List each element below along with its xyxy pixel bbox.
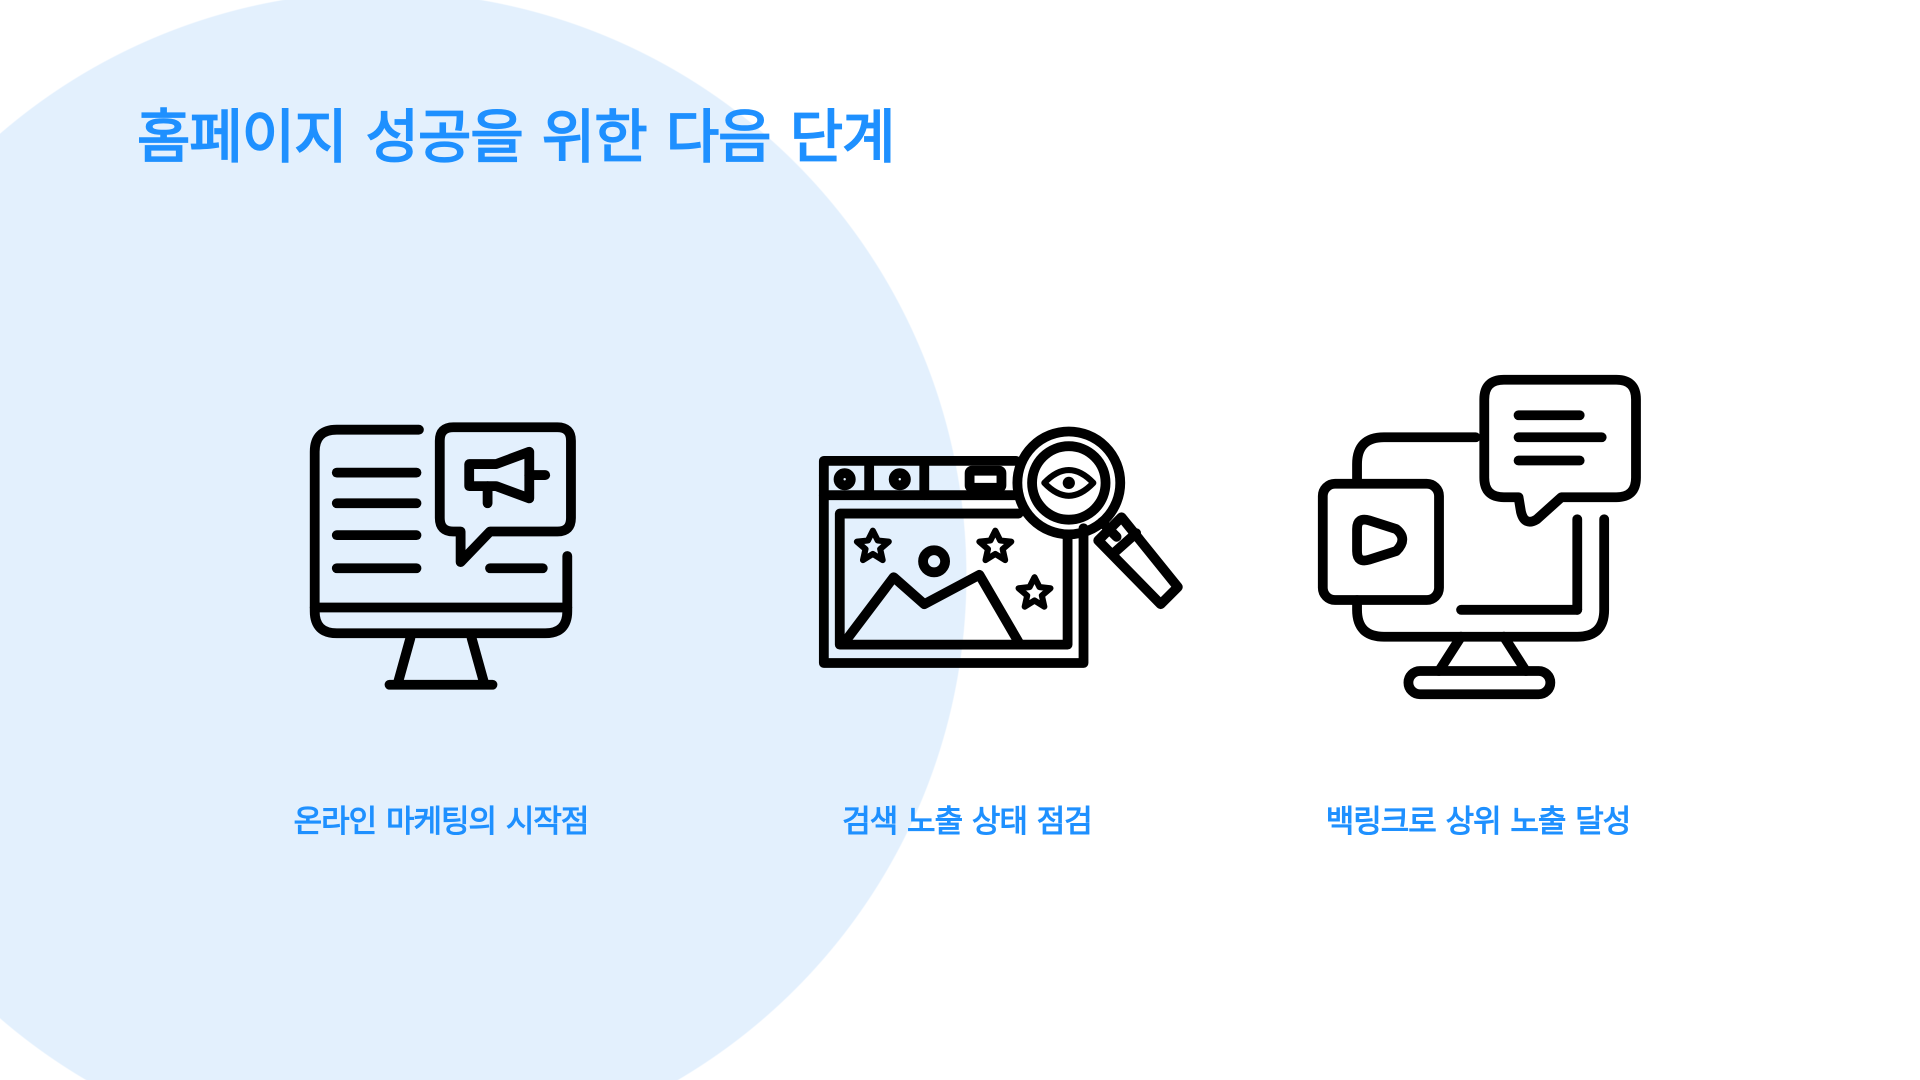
step-label-backlink: 백링크로 상위 노출 달성: [1325, 804, 1632, 840]
devices-chat-icon: [1317, 374, 1641, 700]
browser-magnifier-icon: [818, 426, 1183, 668]
step-label-online-marketing: 온라인 마케팅의 시작점: [293, 804, 590, 840]
step-label-search-check: 검색 노출 상태 점검: [842, 804, 1093, 840]
monitor-megaphone-icon: [309, 422, 576, 690]
page-title: 홈페이지 성공을 위한 다음 단계: [137, 103, 895, 171]
